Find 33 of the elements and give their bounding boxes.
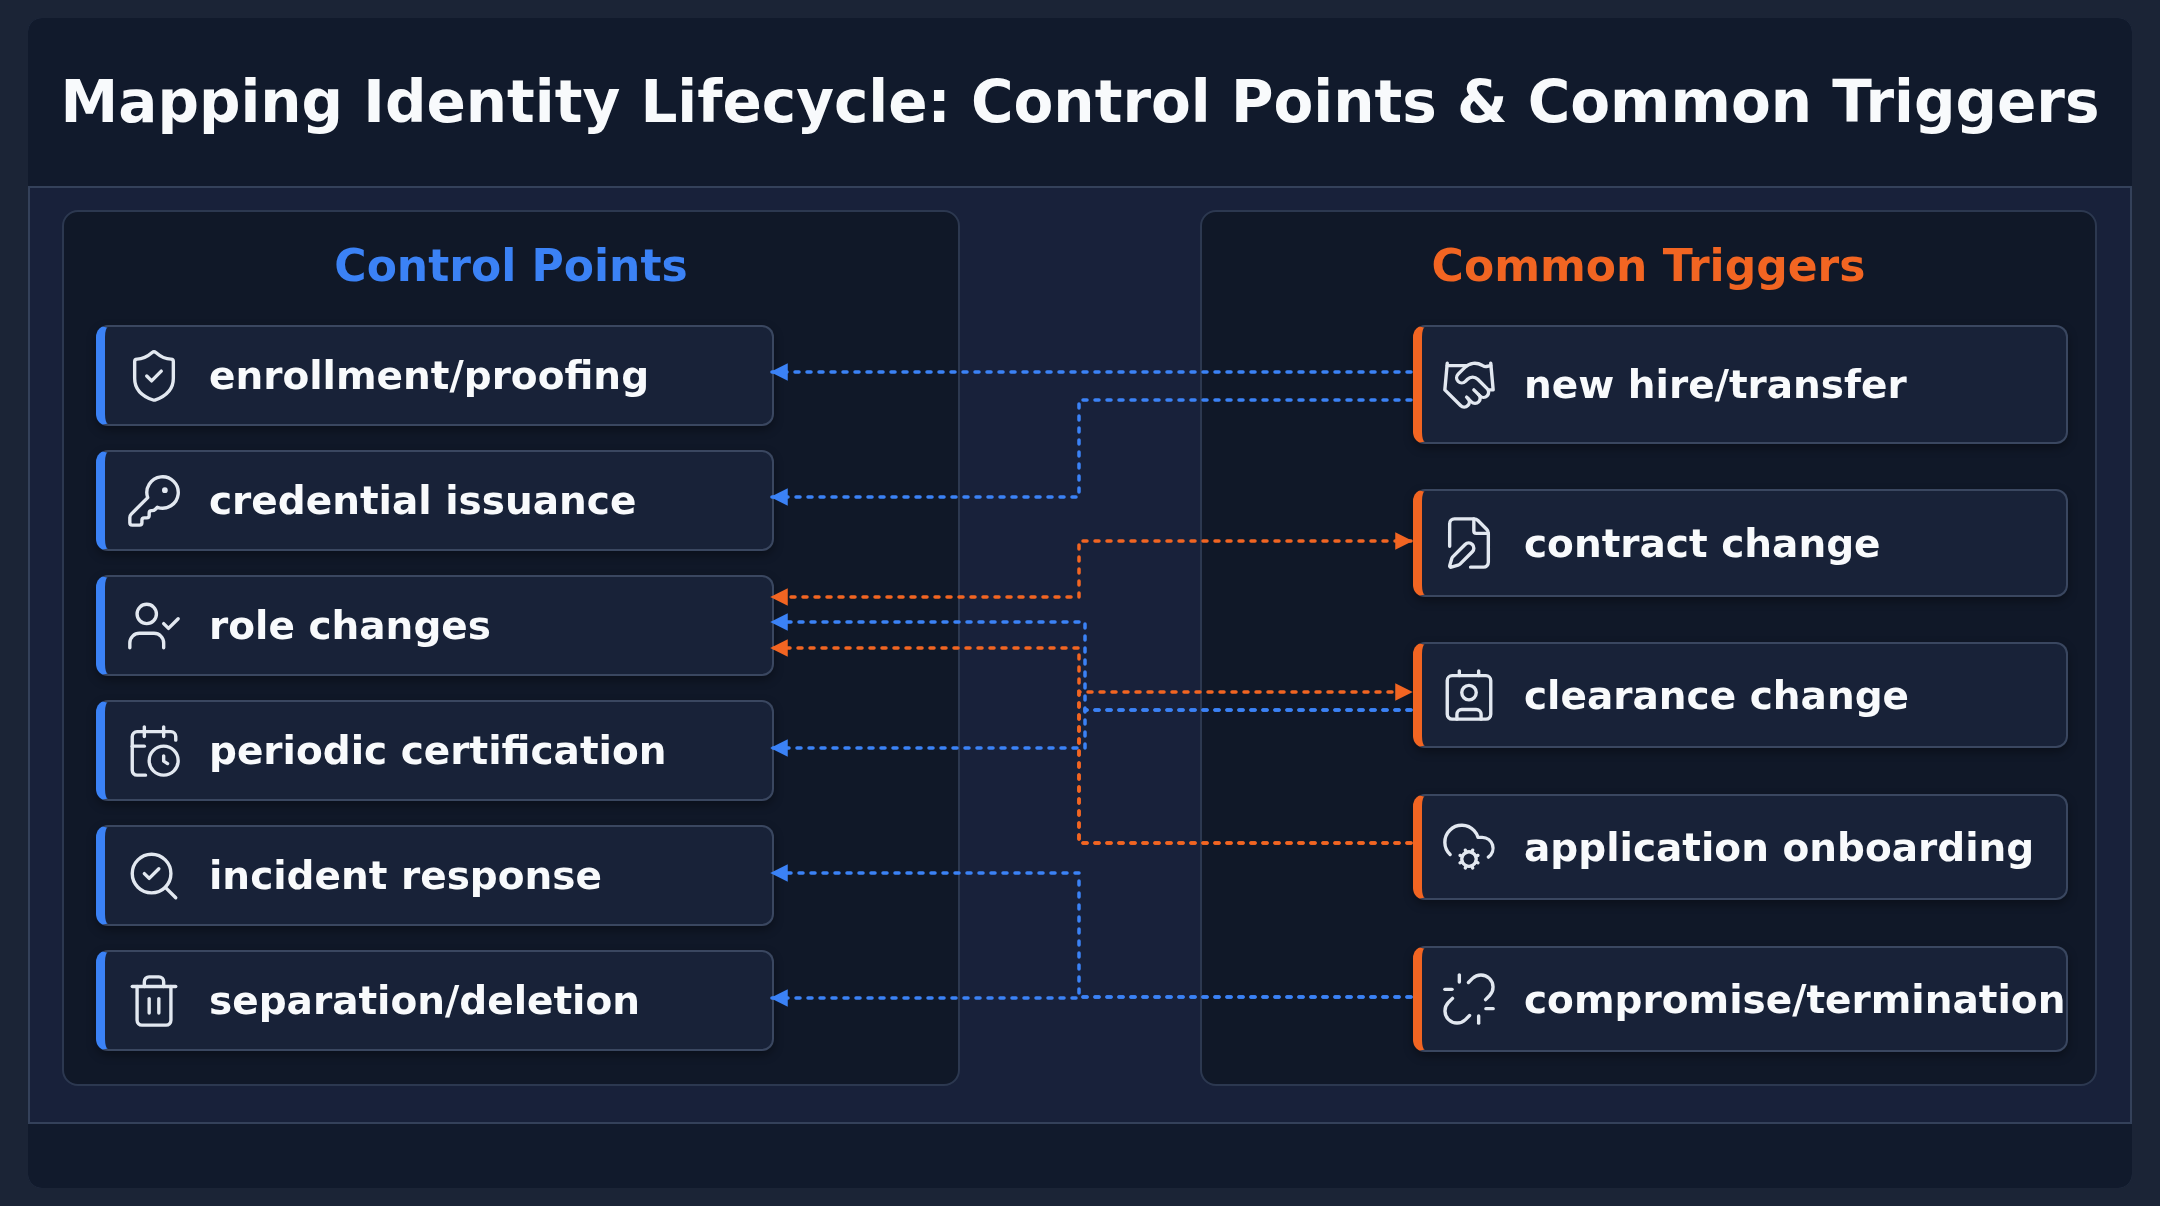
card-label: clearance change bbox=[1524, 672, 1910, 718]
trigger-card bbox=[1413, 325, 2068, 444]
panel bbox=[62, 210, 960, 1086]
control-point-card bbox=[96, 575, 774, 676]
panel-heading: Common Triggers bbox=[1430, 240, 1867, 291]
control-point-card bbox=[96, 825, 774, 926]
control-point-card bbox=[96, 325, 774, 426]
connector-arrow bbox=[1077, 683, 1413, 845]
trigger-card bbox=[1413, 489, 2068, 597]
trigger-card bbox=[1413, 946, 2068, 1052]
connector-arrow bbox=[770, 363, 1413, 381]
control-point-card bbox=[96, 950, 774, 1051]
card-label: application onboarding bbox=[1524, 824, 2035, 870]
control-point-card bbox=[96, 450, 774, 551]
card-label: role changes bbox=[209, 603, 491, 648]
title: Mapping Identity Lifecycle: Control Points & Common Triggers bbox=[60, 68, 2100, 136]
card-label: new hire/transfer bbox=[1524, 362, 1907, 407]
card-label: periodic certification bbox=[209, 728, 667, 773]
card-label: contract change bbox=[1524, 520, 1881, 566]
card-label: incident response bbox=[209, 853, 602, 898]
control-point-card bbox=[96, 700, 774, 801]
card-label: separation/deletion bbox=[209, 978, 641, 1023]
panel-heading: Control Points bbox=[333, 240, 689, 291]
connector-arrow bbox=[770, 708, 1413, 757]
connector-arrow bbox=[770, 398, 1413, 506]
trigger-card bbox=[1413, 642, 2068, 748]
card-label: credential issuance bbox=[209, 478, 637, 523]
connector-arrow bbox=[770, 989, 1413, 1007]
trigger-card bbox=[1413, 794, 2068, 900]
card-label: compromise/termination bbox=[1524, 976, 2066, 1022]
card-label: enrollment/proofing bbox=[209, 353, 650, 398]
panel bbox=[1200, 210, 2097, 1086]
connector-arrow bbox=[770, 532, 1413, 606]
